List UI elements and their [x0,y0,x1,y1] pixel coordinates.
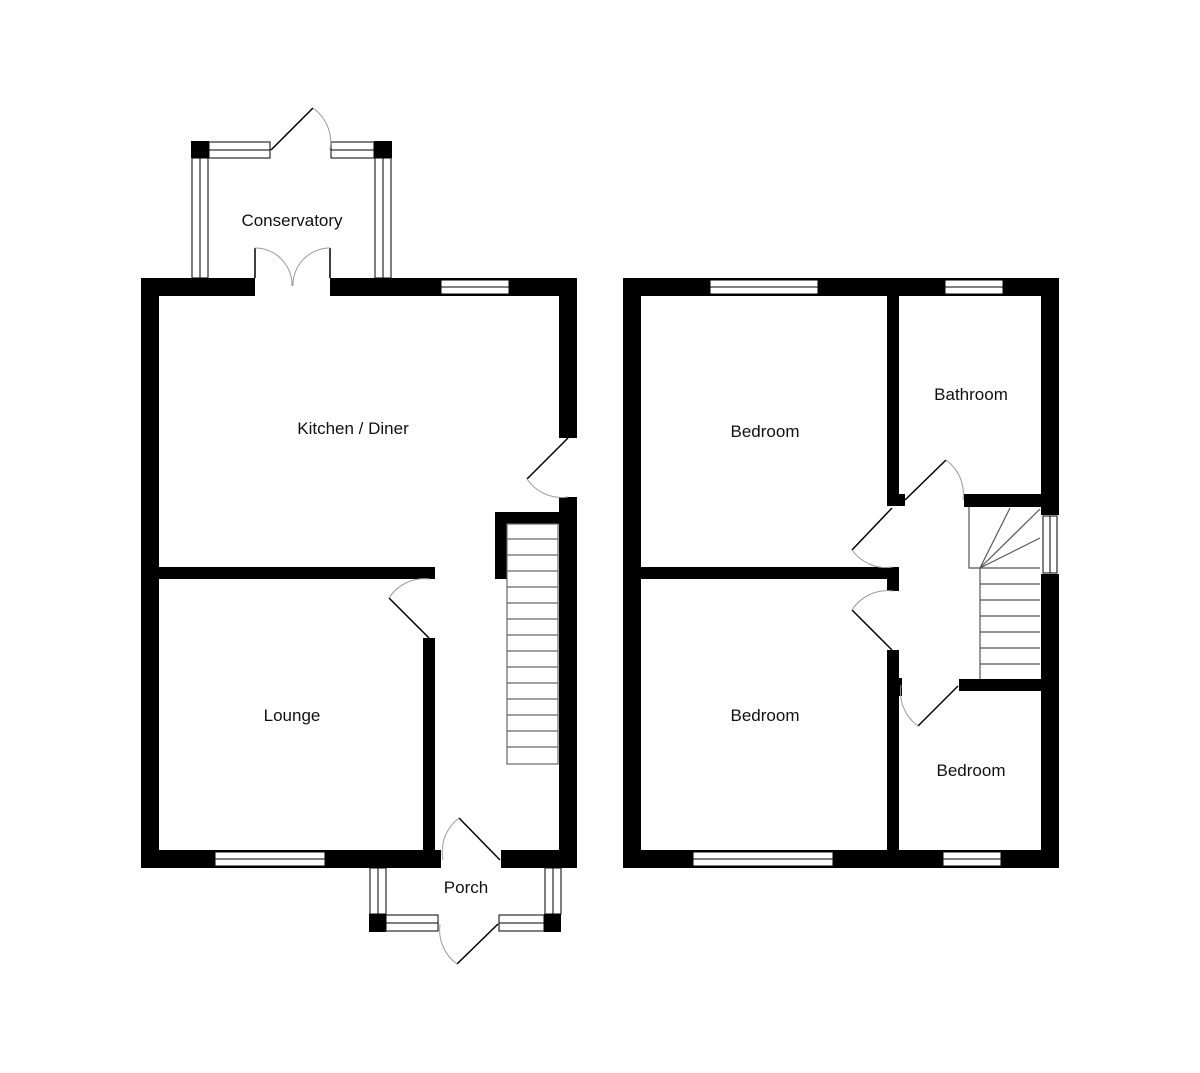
room-label-porch: Porch [443,878,489,897]
first-floor-doors [851,459,964,727]
room-label-bedroom-3: Bedroom [936,761,1006,780]
porch-frame [369,817,562,965]
room-label-bathroom: Bathroom [934,385,1008,404]
room-label-conservatory: Conservatory [241,211,343,230]
conservatory-frame [191,107,392,287]
room-label-lounge: Lounge [263,706,321,725]
first-floor-stairs [968,507,1041,679]
lounge-door [388,578,431,639]
ground-floor-windows [214,279,510,867]
first-floor-windows [692,279,1058,867]
kitchen-side-door [526,437,569,498]
room-label-kitchen-diner: Kitchen / Diner [297,419,409,438]
ground-floor-stairs [506,523,559,765]
room-label-bedroom-2: Bedroom [730,706,800,725]
room-label-bedroom-1: Bedroom [730,422,800,441]
ground-floor [141,107,577,965]
first-floor [623,278,1059,868]
ground-floor-walls [141,278,577,868]
